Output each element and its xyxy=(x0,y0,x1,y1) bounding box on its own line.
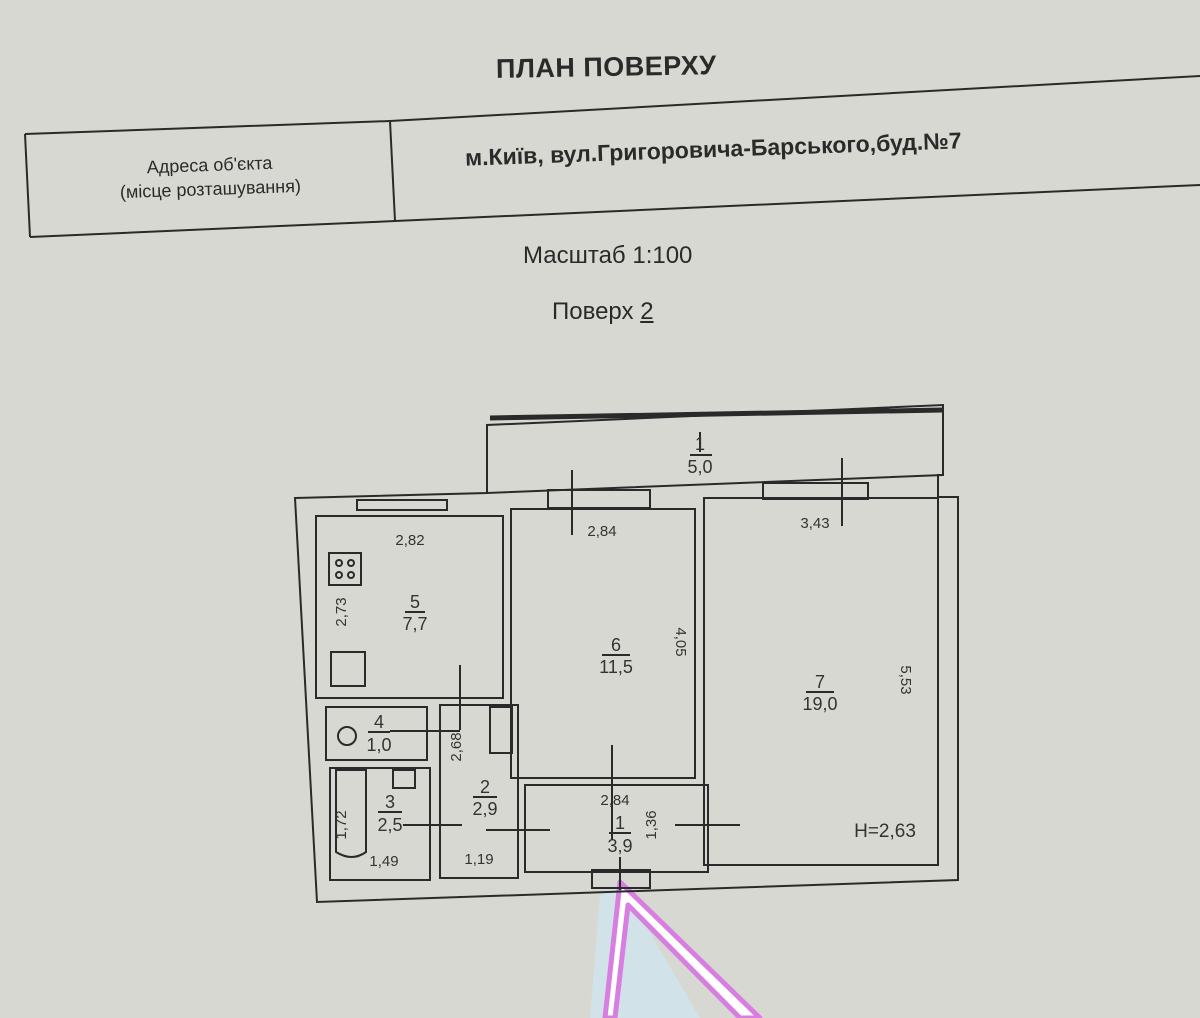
dimension-label: 2,82 xyxy=(395,532,424,549)
dimension-label: 1,36 xyxy=(643,810,660,839)
room-area: 2,9 xyxy=(472,799,497,819)
room-4 xyxy=(325,706,428,761)
window xyxy=(356,499,448,511)
dimension-label: 3,43 xyxy=(800,515,829,532)
room-2 xyxy=(439,704,519,879)
stove-icon xyxy=(328,552,362,586)
room-number: 5 xyxy=(410,592,420,612)
table-borders xyxy=(24,75,1200,238)
room-number: 1 xyxy=(615,813,625,833)
room-number: 6 xyxy=(611,635,621,655)
room-area: 7,7 xyxy=(402,614,427,634)
bathtub-icon xyxy=(335,769,367,858)
room-number: 3 xyxy=(385,792,395,812)
room-area: 5,0 xyxy=(687,457,712,477)
dimension-label: 2,84 xyxy=(600,792,629,809)
floor-label: Поверх 2 xyxy=(552,298,654,326)
dimension-label: 1,19 xyxy=(464,851,493,868)
room-6 xyxy=(510,508,696,779)
room-area: 1,0 xyxy=(366,735,391,755)
room-1 xyxy=(524,784,709,873)
dimension-label: 1,72 xyxy=(333,810,350,839)
room-5 xyxy=(315,515,504,699)
toilet-icon xyxy=(337,726,357,746)
dimension-label: 5,53 xyxy=(897,665,914,694)
balcony xyxy=(486,425,944,495)
room-area: 19,0 xyxy=(802,694,837,714)
window xyxy=(762,482,869,500)
dimension-label: 4,05 xyxy=(672,627,689,656)
direction-arrow-icon xyxy=(602,879,763,1018)
room-number: 7 xyxy=(815,672,825,692)
scale-label: Масштаб 1:100 xyxy=(523,242,693,269)
room-area: 2,5 xyxy=(377,815,402,835)
washbasin-icon xyxy=(392,769,416,789)
room-number: 4 xyxy=(374,712,384,732)
room-number: 2 xyxy=(480,777,490,797)
dimension-label: 1,49 xyxy=(369,853,398,870)
floor-text: Поверх xyxy=(552,298,634,325)
sink-icon xyxy=(330,651,366,687)
room-7 xyxy=(703,497,939,866)
dimension-label: 2,73 xyxy=(333,597,350,626)
room-number: 1 xyxy=(695,434,705,454)
ceiling-height-label: H=2,63 xyxy=(854,821,916,842)
dimension-label: 2,68 xyxy=(448,732,465,761)
floor-number: 2 xyxy=(640,298,654,325)
dimension-label: 2,84 xyxy=(587,523,616,540)
room-area: 11,5 xyxy=(599,657,633,677)
room-area: 3,9 xyxy=(607,836,632,856)
window xyxy=(547,489,651,509)
